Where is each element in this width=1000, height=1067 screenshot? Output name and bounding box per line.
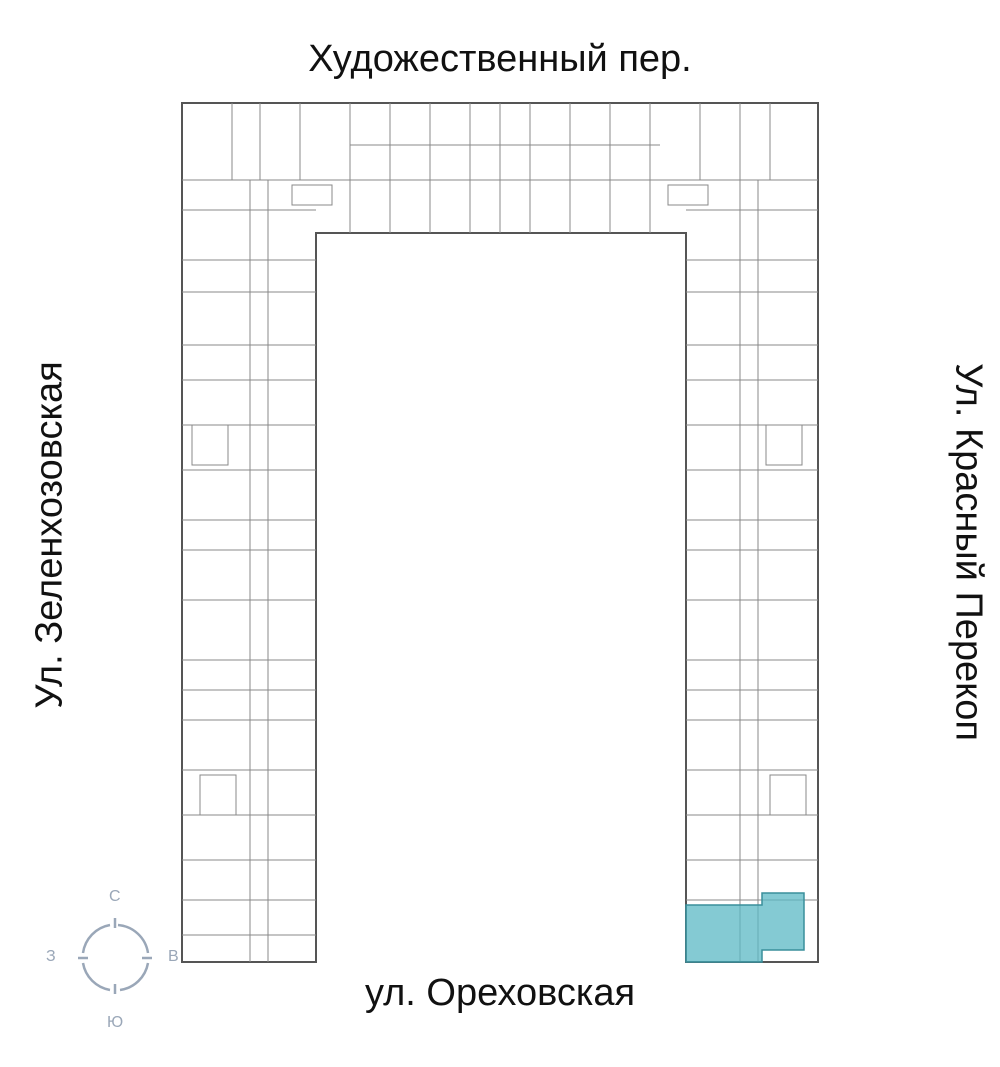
compass-west-label: З (46, 948, 56, 965)
apartments-west-wing (182, 180, 316, 962)
building-outline (181, 102, 819, 963)
highlighted-apartment[interactable] (685, 892, 805, 963)
compass-icon (78, 918, 152, 994)
street-label-south: ул. Ореховская (364, 972, 636, 1014)
compass-north-label: С (109, 888, 121, 905)
street-label-north: Художественный пер. (308, 38, 692, 80)
compass-east-label: В (168, 948, 179, 965)
apartments-east-wing (686, 180, 818, 962)
compass-south-label: Ю (107, 1014, 124, 1031)
apartments-north-wing (182, 103, 818, 233)
